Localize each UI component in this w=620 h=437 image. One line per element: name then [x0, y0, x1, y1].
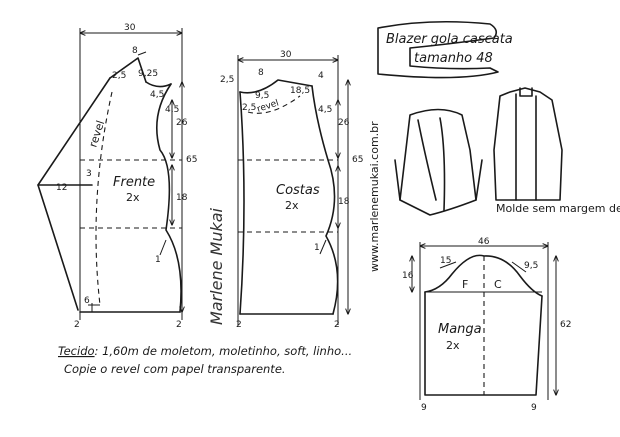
- sleeve-right-curve: 9,5: [524, 261, 538, 271]
- back-chest: 26: [338, 118, 350, 128]
- front-shoulder-b: 9,25: [138, 69, 158, 79]
- svg-text:Tecido: 1,60m de moletom, mole: Tecido: 1,60m de moletom, moletinho, sof…: [58, 344, 352, 358]
- blazer-front-sketch: [394, 108, 483, 216]
- back-neck: 9,5: [255, 91, 269, 101]
- sleeve-back-mark: C: [494, 278, 502, 291]
- front-piece: Frente 2x revel 30 8 9,25 4,5 4,5 26 65 …: [37, 23, 197, 330]
- blazer-back-sketch: [493, 87, 563, 201]
- sleeve-left-curve: 15: [440, 256, 451, 266]
- front-hem-ext: 6: [84, 296, 90, 306]
- sleeve-count: 2x: [446, 339, 460, 352]
- back-shoulder-left: 2,5: [220, 75, 234, 85]
- back-side: 2,5: [242, 103, 256, 113]
- front-top-width: 30: [124, 23, 136, 33]
- sleeve-cap-height: 16: [402, 271, 414, 281]
- back-shoulder-right: 4: [318, 71, 324, 81]
- front-bottom-left: 2: [74, 320, 80, 330]
- fabric-prefix: Tecido: [58, 344, 95, 358]
- back-bottom-right: 2: [334, 320, 340, 330]
- sleeve-length: 62: [560, 320, 571, 330]
- fabric-text: : 1,60m de moletom, moletinho, soft, lin…: [95, 344, 353, 358]
- front-shoulder-a: 8: [132, 46, 138, 56]
- tip-text: Copie o revel com papel transparente.: [64, 362, 286, 376]
- front-count: 2x: [126, 191, 140, 204]
- front-armhole: 4,5: [165, 105, 179, 115]
- back-bottom-left: 2: [236, 320, 242, 330]
- back-armhole-curve: 18,5: [290, 86, 310, 96]
- front-collar: 3: [86, 169, 92, 179]
- back-piece: Costas 2x revel 30 2,5 8 4 9,5 18,5 4,5 …: [220, 50, 363, 330]
- sleeve-width: 46: [478, 237, 490, 247]
- front-side: 2,5: [112, 71, 126, 81]
- front-label: Frente: [113, 175, 155, 190]
- fabric-note: Tecido: 1,60m de moletom, moletinho, sof…: [58, 344, 352, 376]
- website: www.marlenemukai.com.br: [368, 121, 381, 272]
- title-line2: tamanho 48: [414, 51, 493, 66]
- front-neck: 4,5: [150, 90, 164, 100]
- mold-note: Molde sem margem de costura: [496, 202, 620, 215]
- front-bottom-right: 2: [176, 320, 182, 330]
- back-label: Costas: [276, 183, 320, 198]
- front-hem-dart: 1: [155, 255, 161, 265]
- back-count: 2x: [285, 199, 299, 212]
- back-top-width: 30: [280, 50, 292, 60]
- front-chest: 26: [176, 118, 188, 128]
- front-hip: 18: [176, 193, 188, 203]
- back-hip: 18: [338, 197, 350, 207]
- back-armhole: 4,5: [318, 105, 332, 115]
- sleeve-piece: 46 15 9,5 16 F C Manga 2x 62 9 9: [402, 237, 571, 413]
- sleeve-bottom-right: 9: [531, 403, 537, 413]
- front-lapel: 12: [56, 183, 67, 193]
- front-total-length: 65: [186, 155, 197, 165]
- back-total-length: 65: [352, 155, 363, 165]
- title-box: Blazer gola cascata tamanho 48: [377, 20, 513, 79]
- back-hem-dart: 1: [314, 243, 320, 253]
- front-revel: revel: [86, 119, 107, 149]
- back-shoulder: 8: [258, 68, 264, 78]
- title-line1: Blazer gola cascata: [386, 32, 513, 47]
- sleeve-front-mark: F: [462, 278, 468, 291]
- sleeve-bottom-left: 9: [421, 403, 427, 413]
- signature: Marlene Mukai: [207, 207, 226, 325]
- sleeve-label: Manga: [438, 322, 482, 337]
